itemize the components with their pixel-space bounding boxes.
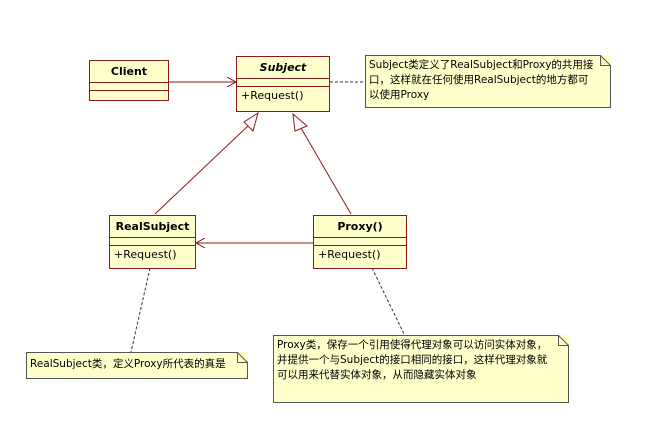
class-proxy-operation: +Request()	[318, 248, 381, 261]
class-subject-name: Subject	[237, 57, 329, 79]
note-subject[interactable]: Subject类定义了RealSubject和Proxy的共用接口，这样就在任何…	[365, 55, 611, 108]
realsubject-generalization	[154, 124, 250, 215]
class-realsubject-name: RealSubject	[110, 216, 195, 238]
note-proxy[interactable]: Proxy类，保存一个引用使得代理对象可以访问实体对象，并提供一个与Subjec…	[273, 335, 569, 403]
class-realsubject[interactable]: RealSubject +Request()	[109, 215, 196, 269]
note-subject-text: Subject类定义了RealSubject和Proxy的共用接口，这样就在任何…	[369, 59, 594, 101]
class-realsubject-operation: +Request()	[114, 248, 177, 261]
class-subject-attributes	[237, 79, 329, 87]
proxy-note-anchor	[371, 267, 406, 337]
proxy-generalization	[300, 127, 352, 215]
class-client-attributes	[90, 83, 168, 91]
class-client[interactable]: Client	[89, 60, 169, 101]
note-realsubject-text: RealSubject类，定义Proxy所代表的真是	[30, 358, 226, 370]
class-subject[interactable]: Subject +Request()	[236, 56, 330, 112]
class-proxy[interactable]: Proxy() +Request()	[313, 215, 407, 269]
note-realsubject[interactable]: RealSubject类，定义Proxy所代表的真是	[26, 352, 248, 379]
class-client-operations	[90, 91, 168, 98]
realsubject-note-anchor	[130, 267, 151, 353]
class-proxy-name: Proxy()	[314, 216, 406, 238]
class-proxy-attributes	[314, 238, 406, 246]
class-client-name: Client	[90, 61, 168, 83]
realsubject-generalization-head	[243, 111, 259, 132]
proxy-generalization-head	[292, 112, 308, 132]
note-proxy-text: Proxy类，保存一个引用使得代理对象可以访问实体对象，并提供一个与Subjec…	[277, 339, 548, 381]
class-realsubject-attributes	[110, 238, 195, 246]
class-subject-operation: +Request()	[241, 89, 304, 102]
